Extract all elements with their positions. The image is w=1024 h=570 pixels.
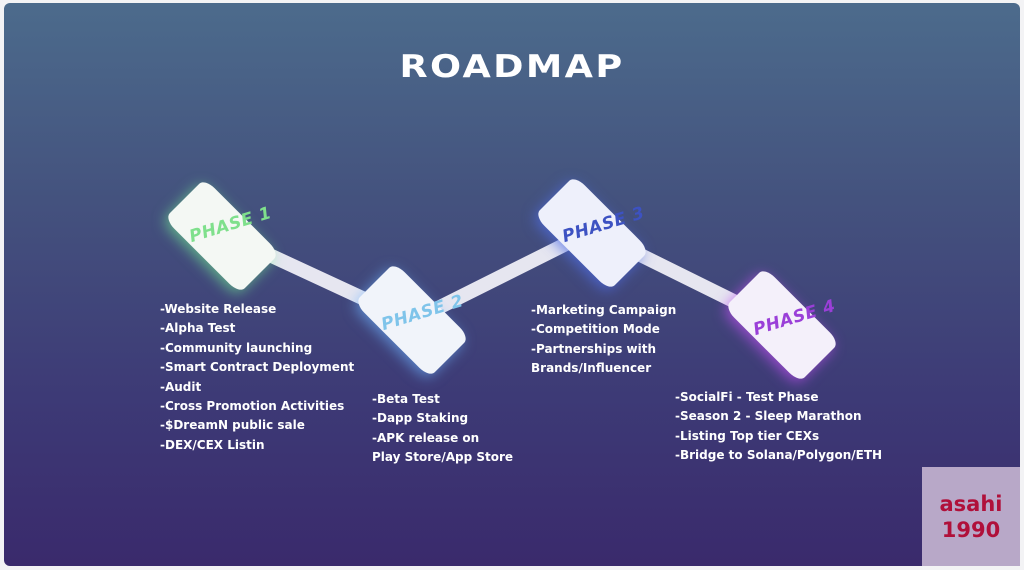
list-item: -Bridge to Solana/Polygon/ETH bbox=[675, 448, 883, 463]
watermark-line-1: asahi bbox=[939, 491, 1003, 516]
phase-connectors bbox=[215, 224, 789, 332]
list-item: -DEX/CEX Listin bbox=[160, 437, 265, 452]
watermark-line-2: 1990 bbox=[941, 517, 1001, 542]
list-item: -Partnerships with bbox=[531, 341, 656, 356]
list-item: -Alpha Test bbox=[160, 321, 236, 336]
list-item: -Season 2 - Sleep Marathon bbox=[675, 409, 862, 424]
list-item: -Dapp Staking bbox=[372, 411, 469, 426]
list-item: -Cross Promotion Activities bbox=[160, 399, 345, 414]
list-item: -Beta Test bbox=[372, 392, 440, 406]
watermark-badge: asahi 1990 bbox=[922, 467, 1020, 566]
list-item: -Audit bbox=[160, 379, 202, 394]
page-title: ROADMAP bbox=[399, 49, 625, 85]
list-item: -APK release on bbox=[372, 430, 480, 445]
connector-phase2-phase3 bbox=[405, 224, 599, 328]
phase-1-items: -Website Release -Alpha Test -Community … bbox=[160, 300, 354, 455]
list-item: Brands/Influencer bbox=[531, 361, 652, 376]
phase-2-items: -Beta Test -Dapp Staking -APK release on… bbox=[372, 390, 513, 468]
list-item: -$DreamN public sale bbox=[160, 418, 305, 433]
roadmap-slide: ROADMAP PHASE 1 PHASE 2 PHASE 3 PHASE 4 … bbox=[4, 3, 1020, 566]
list-item: -Smart Contract Deployment bbox=[160, 360, 355, 375]
list-item: -Community launching bbox=[160, 340, 313, 355]
list-item: -SocialFi - Test Phase bbox=[675, 390, 819, 404]
list-item: -Website Release bbox=[160, 302, 277, 316]
phase-4-items: -SocialFi - Test Phase -Season 2 - Sleep… bbox=[675, 388, 882, 466]
phase-3-items: -Marketing Campaign -Competition Mode -P… bbox=[531, 301, 676, 379]
list-item: Play Store/App Store bbox=[372, 450, 514, 465]
list-item: -Listing Top tier CEXs bbox=[675, 428, 820, 443]
list-item: -Marketing Campaign bbox=[531, 303, 677, 317]
list-item: -Competition Mode bbox=[531, 322, 660, 337]
